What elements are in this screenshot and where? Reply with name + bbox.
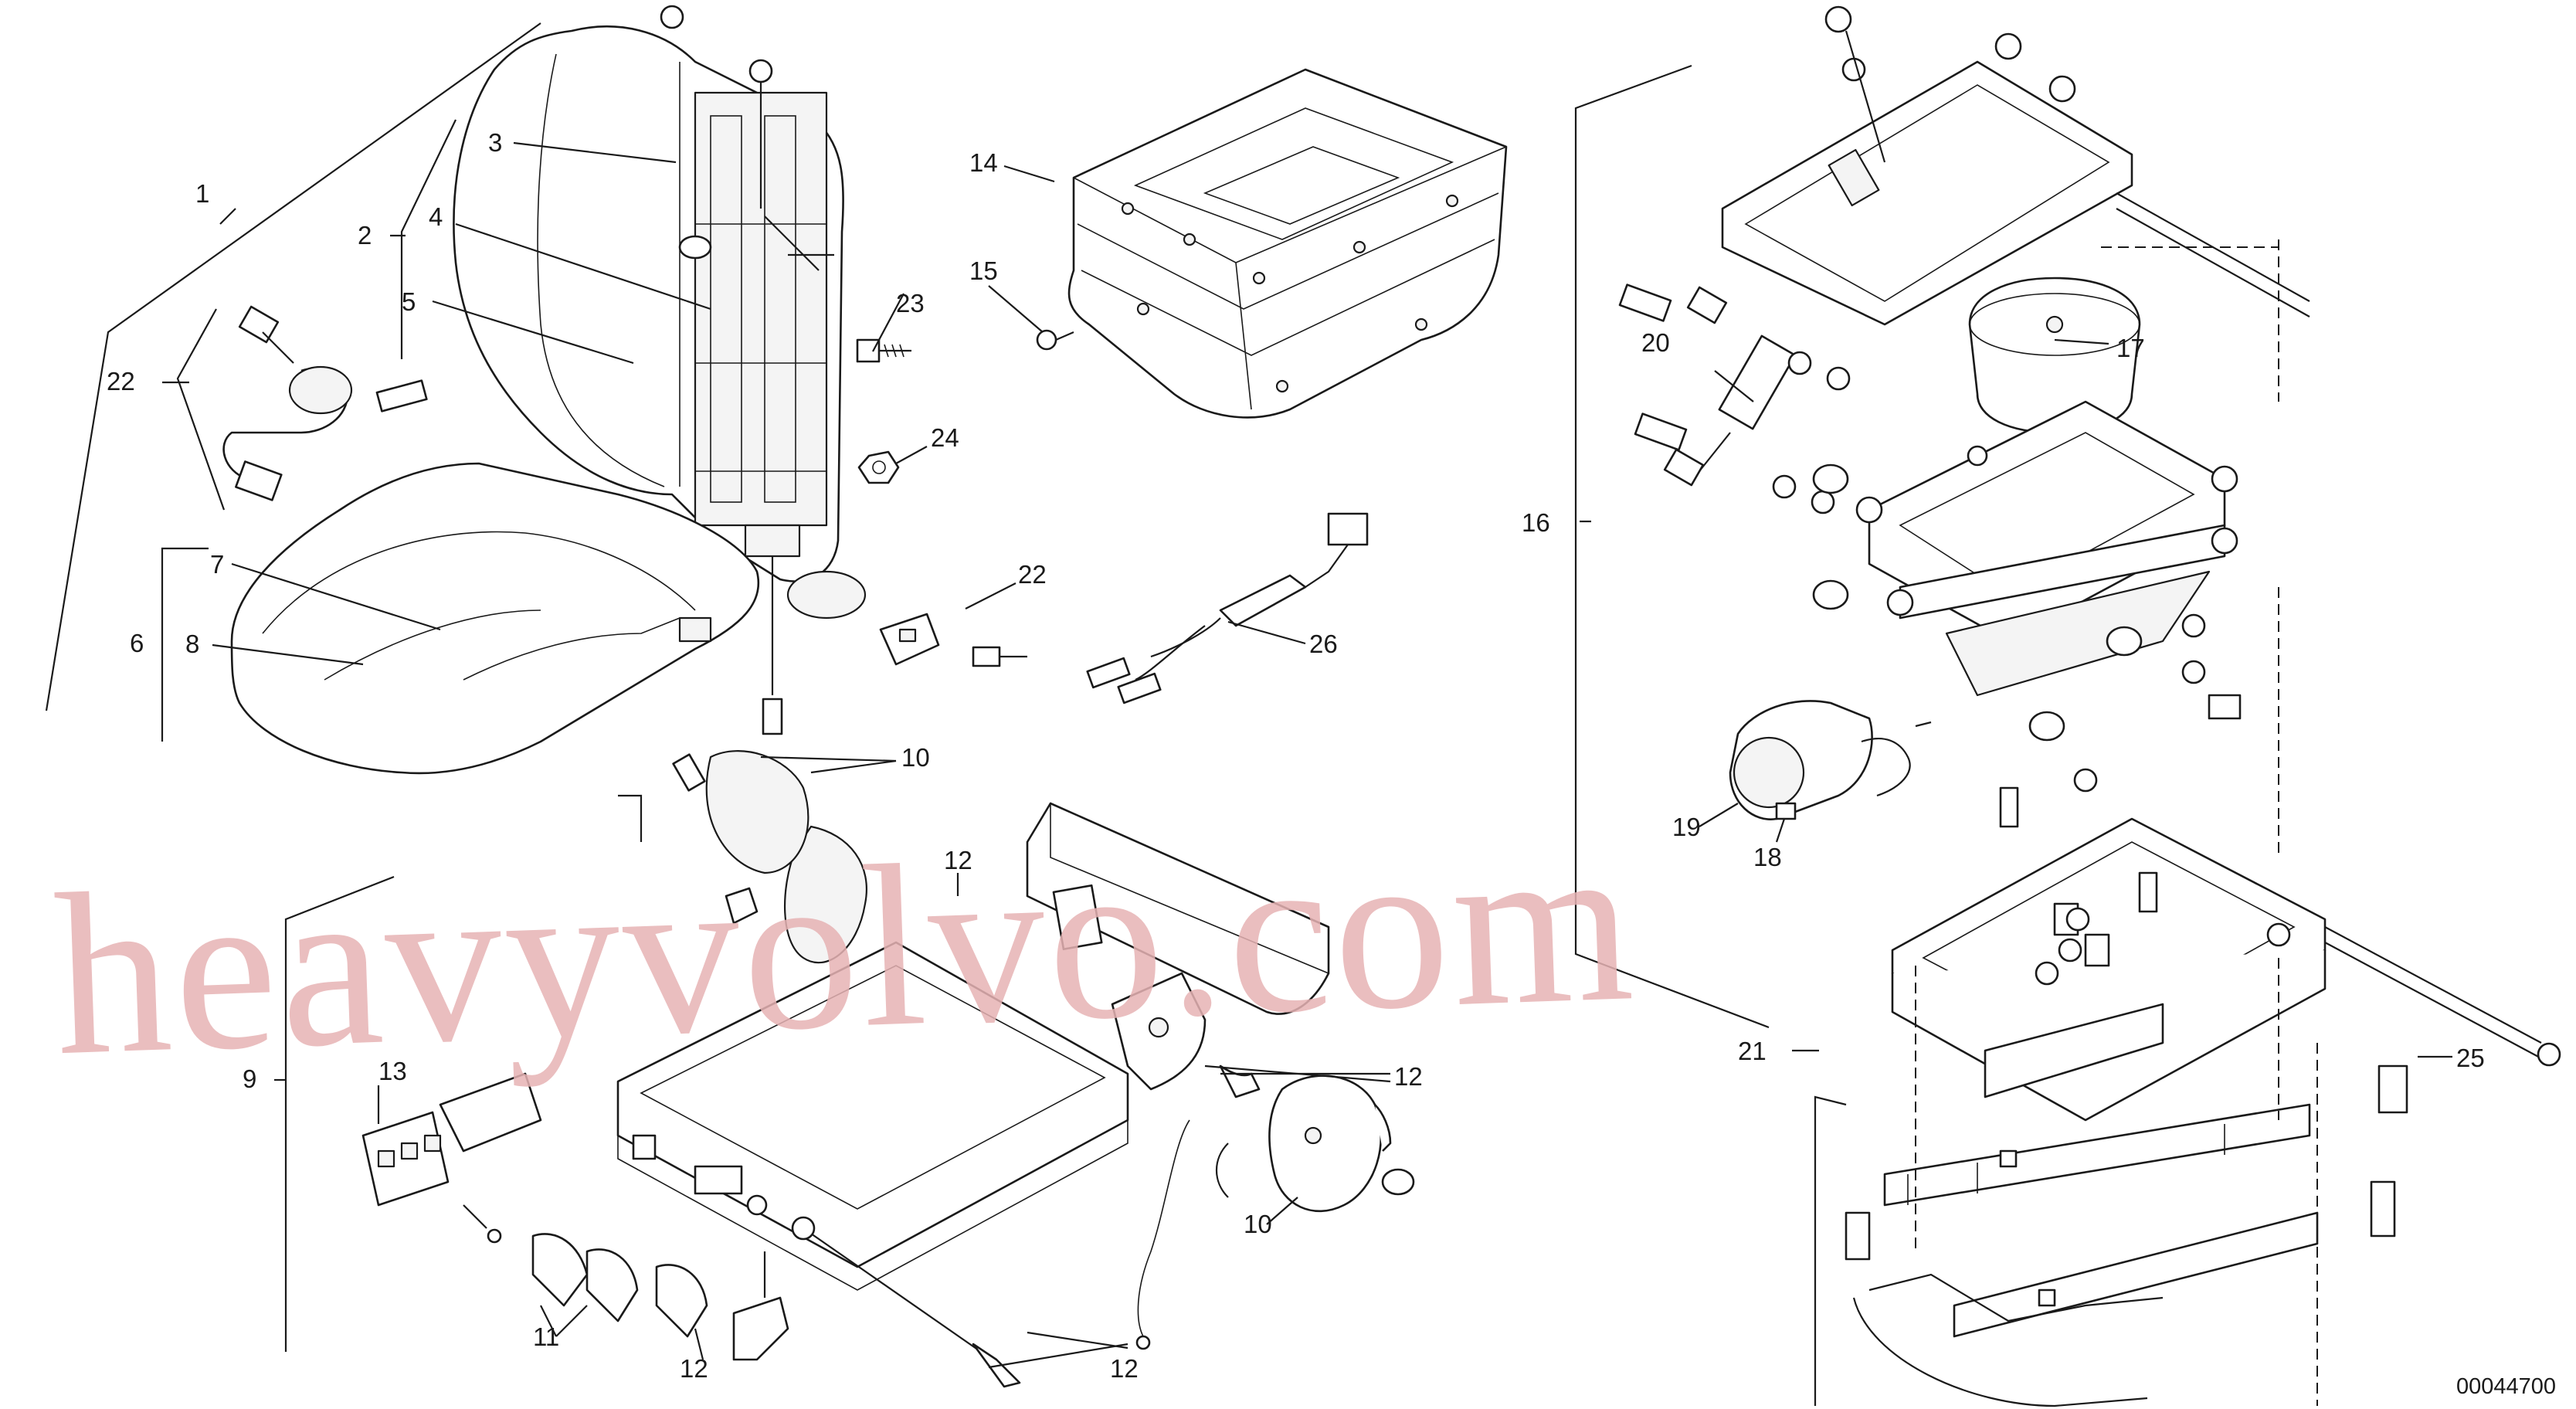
callout-26: 26 (1309, 630, 1338, 658)
bracket-16 (1574, 64, 1770, 1029)
scissor-mechanism (1812, 400, 2242, 742)
callout-19: 19 (1672, 813, 1701, 841)
seat-cushion (230, 462, 801, 775)
callout-17: 17 (2116, 334, 2145, 362)
pads-11 (531, 1233, 708, 1338)
callout-4: 4 (429, 202, 443, 231)
callout-10-top: 10 (901, 743, 930, 772)
screw-15 (1036, 329, 1074, 351)
construction-lines (1915, 239, 2318, 1406)
callout-3: 3 (488, 128, 502, 157)
callout-22-left: 22 (107, 367, 135, 396)
callout-labels: 1 2 3 4 5 6 7 8 9 10 10 11 12 12 12 12 1… (107, 128, 2485, 1383)
callout-12-bottom-left: 12 (680, 1354, 708, 1383)
seat-backrest (453, 5, 867, 620)
bracket-2 (400, 119, 456, 359)
air-spring-17 (1968, 277, 2141, 434)
callout-13: 13 (378, 1057, 407, 1085)
control-panel-13 (361, 1072, 542, 1244)
callout-22-center: 22 (1018, 560, 1047, 589)
drawing-number: 00044700 (2456, 1374, 2556, 1399)
callout-12-center: 12 (944, 846, 972, 874)
callout-5: 5 (402, 287, 416, 316)
bracket-1 (45, 22, 541, 711)
seat-belt (176, 305, 428, 511)
seat-belt-buckle (879, 613, 1027, 667)
callout-1: 1 (195, 179, 209, 208)
knob-10 (1135, 1064, 1415, 1350)
callout-15: 15 (969, 256, 998, 285)
callout-2: 2 (358, 221, 372, 250)
callout-12-bottom-right: 12 (1110, 1354, 1139, 1383)
callout-6: 6 (130, 629, 144, 657)
callout-14: 14 (969, 148, 998, 177)
callout-10-bottom: 10 (1244, 1210, 1272, 1238)
bracket-9 (284, 875, 395, 1352)
wiring-harness (1086, 512, 1369, 704)
bellows-cover (1067, 68, 1508, 419)
compressor-19 (1729, 700, 1932, 820)
bracket-12-bottom (732, 1251, 789, 1361)
callout-23: 23 (896, 289, 925, 317)
bracket-6 (161, 547, 209, 742)
watermark: heavyvolvo.com (50, 792, 1640, 1104)
lower-frame (1891, 768, 2561, 1122)
callout-24: 24 (931, 423, 959, 452)
callout-18: 18 (1753, 843, 1782, 871)
leader-lines (162, 141, 2452, 1369)
callout-21: 21 (1738, 1037, 1767, 1065)
callout-8: 8 (185, 630, 199, 658)
seat-base-frame (616, 750, 1330, 1388)
shock-absorber-20 (1618, 283, 1851, 514)
callout-16: 16 (1522, 508, 1550, 537)
suspension-top-frame (1721, 5, 2310, 326)
callout-20: 20 (1641, 328, 1670, 357)
bolt-23 (856, 338, 911, 363)
bracket-21 (1814, 1095, 1847, 1406)
callout-7: 7 (210, 550, 224, 579)
callout-11: 11 (533, 1322, 559, 1351)
callout-12-right: 12 (1394, 1062, 1423, 1091)
callout-9: 9 (243, 1064, 256, 1093)
nut-24 (857, 450, 900, 484)
callout-25: 25 (2456, 1044, 2485, 1072)
slide-rails-21 (1814, 1064, 2408, 1407)
